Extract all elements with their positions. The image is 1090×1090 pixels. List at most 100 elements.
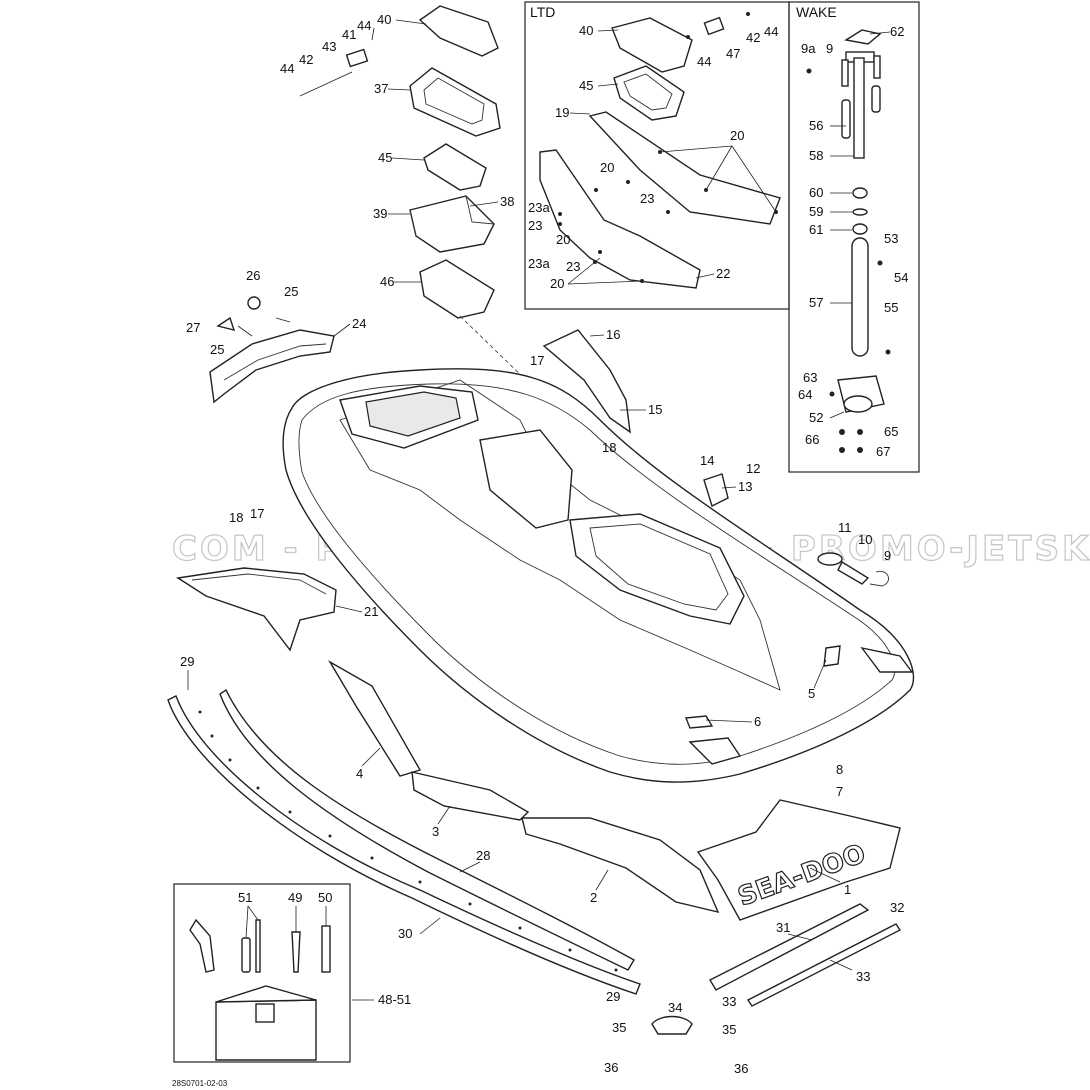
callout-27: 27 [186, 320, 200, 335]
handle-nut [247, 296, 261, 310]
ltd-side-panel-lower [539, 149, 701, 289]
screwdriver-icon [241, 937, 251, 973]
callout-29: 29 [606, 989, 620, 1004]
leader-lines [187, 19, 891, 1001]
fitting-13 [703, 473, 729, 507]
storage-cover [418, 5, 499, 57]
callout-7: 7 [836, 784, 843, 799]
callout-48-51: 48-51 [378, 992, 411, 1007]
callout-wake-59: 59 [809, 204, 823, 219]
callout-21: 21 [364, 604, 378, 619]
callout-38: 38 [500, 194, 514, 209]
storage-gasket [423, 143, 487, 191]
storage-latch [345, 48, 369, 68]
ltd-panel: LTD [524, 1, 790, 310]
mat-1 [696, 799, 901, 921]
callout-10: 10 [858, 532, 872, 547]
callout-wake-63: 63 [803, 370, 817, 385]
callout-51: 51 [238, 890, 252, 905]
callout-ltd-23a: 23a [528, 256, 550, 271]
callout-wake-57: 57 [809, 295, 823, 310]
callout-31: 31 [776, 920, 790, 935]
callout-wake-58: 58 [809, 148, 823, 163]
callout-wake-9a: 9a [801, 41, 816, 56]
mat-4 [328, 660, 422, 777]
callout-50: 50 [318, 890, 332, 905]
wrench-icon [291, 931, 301, 973]
storage-seal [419, 259, 495, 319]
callout-49: 49 [288, 890, 302, 905]
callout-wake-64: 64 [798, 387, 812, 402]
callout-6: 6 [754, 714, 761, 729]
callout-17: 17 [250, 506, 264, 521]
callout-ltd-20: 20 [600, 160, 614, 175]
callout-25: 25 [210, 342, 224, 357]
jetski-hull [282, 368, 915, 783]
grab-handle [209, 329, 335, 404]
ltd-gasket [613, 65, 685, 121]
callout-17: 17 [530, 353, 544, 368]
tool-kit-frame [173, 883, 351, 1063]
callout-33: 33 [856, 969, 870, 984]
spark-plug-socket-icon [321, 925, 331, 973]
rear-panel-right [542, 329, 631, 434]
callout-wake-66: 66 [805, 432, 819, 447]
callout-13: 13 [738, 479, 752, 494]
callout-ltd-45: 45 [579, 78, 593, 93]
callout-33: 33 [722, 994, 736, 1009]
callout-ltd-47: 47 [726, 46, 740, 61]
callout-35: 35 [612, 1020, 626, 1035]
callout-wake-53: 53 [884, 231, 898, 246]
mat-3 [411, 771, 530, 821]
callout-ltd-19: 19 [555, 105, 569, 120]
callout-1: 1 [844, 882, 851, 897]
callout-labels: 40 44 41 43 44 42 37 45 38 39 46 26 25 2… [180, 12, 908, 1076]
callout-26: 26 [246, 268, 260, 283]
callout-32: 32 [890, 900, 904, 915]
callout-34: 34 [668, 1000, 682, 1015]
wake-pylon-post [851, 237, 869, 357]
callout-wake-65: 65 [884, 424, 898, 439]
pliers-icon [189, 918, 215, 973]
callout-wake-56: 56 [809, 118, 823, 133]
callout-46: 46 [380, 274, 394, 289]
callout-45: 45 [378, 150, 392, 165]
callout-ltd-20: 20 [550, 276, 564, 291]
callout-11: 11 [838, 520, 852, 535]
ltd-side-panel-upper [588, 111, 781, 225]
drawing-reference-code: 28S0701-02-03 [172, 1079, 228, 1088]
callout-35: 35 [722, 1022, 736, 1037]
callout-wake-9: 9 [826, 41, 833, 56]
callout-ltd-44: 44 [697, 54, 711, 69]
callout-29: 29 [180, 654, 194, 669]
ltd-latch [703, 16, 725, 36]
hull-console [479, 429, 573, 529]
callout-wake-60: 60 [809, 185, 823, 200]
callout-18: 18 [602, 440, 616, 455]
callout-ltd-42: 42 [746, 30, 760, 45]
storage-parts [299, 5, 531, 430]
callout-15: 15 [648, 402, 662, 417]
callout-16: 16 [606, 327, 620, 342]
callout-28: 28 [476, 848, 490, 863]
callout-43: 43 [322, 39, 336, 54]
callout-wake-54: 54 [894, 270, 908, 285]
bumper-30 [167, 695, 641, 995]
mat-2 [521, 817, 720, 914]
callout-36: 36 [604, 1060, 618, 1075]
callout-2: 2 [590, 890, 597, 905]
callout-8: 8 [836, 762, 843, 777]
callout-ltd-20: 20 [730, 128, 744, 143]
grab-handle-parts [209, 296, 335, 404]
wake-tow-pylon-head [844, 29, 882, 45]
callout-wake-62: 62 [890, 24, 904, 39]
callout-41: 41 [342, 27, 356, 42]
callout-24: 24 [352, 316, 366, 331]
hull-footwell [569, 513, 745, 625]
rear-bumper-31 [709, 903, 870, 991]
callout-36: 36 [734, 1061, 748, 1076]
callout-37: 37 [374, 81, 388, 96]
wake-panel-title: WAKE [796, 4, 837, 20]
callout-3: 3 [432, 824, 439, 839]
